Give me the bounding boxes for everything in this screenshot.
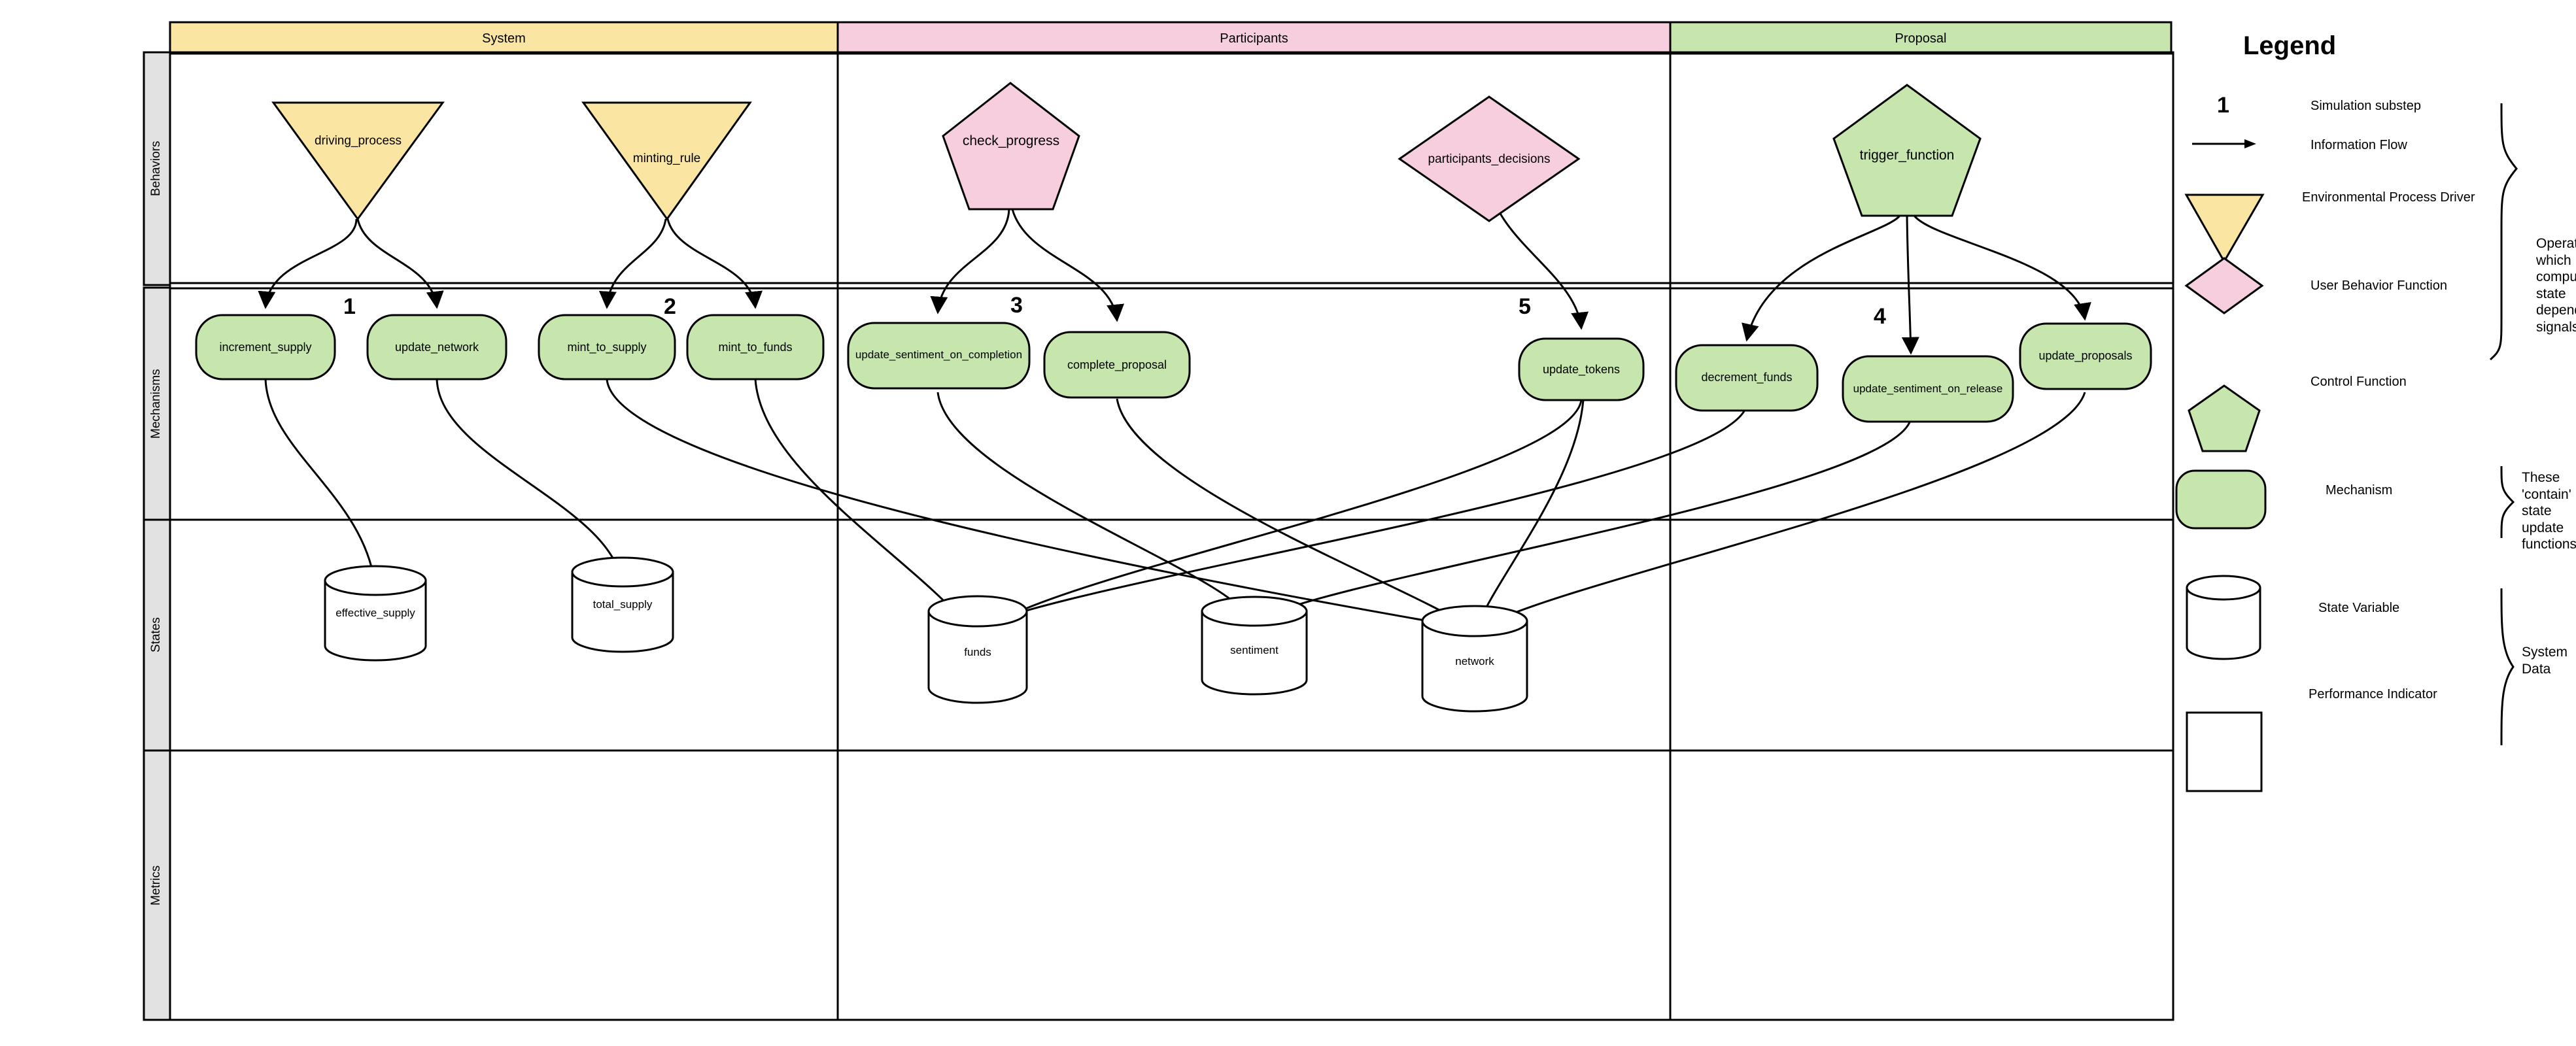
brace-system-data <box>2500 588 2515 746</box>
brace-state-update <box>2500 465 2515 539</box>
mechanism-shape-decrement-funds <box>1675 344 1819 412</box>
edge-trigger-function-to-update-proposals <box>1913 215 2091 321</box>
behavior-shape-driving-process <box>271 101 445 221</box>
substep-number-4: 4 <box>1874 304 1886 329</box>
column-header-label-participants: Participants <box>1220 31 1288 46</box>
column-header-label-system: System <box>482 31 526 46</box>
edge-update-network-to-total-supply <box>436 379 628 582</box>
mechanism-icon <box>2175 469 2267 530</box>
substep-number-2: 2 <box>664 294 676 319</box>
legend-brace-text-state-update: These 'contain' state update functions <box>2522 470 2576 552</box>
substep-number-3: 3 <box>1010 293 1023 318</box>
state-shape-total-supply <box>571 556 674 653</box>
legend-label-simulation-substep: Simulation substep <box>2310 99 2421 113</box>
row-label-bg-metrics <box>143 749 171 1021</box>
mechanism-shape-increment-supply <box>195 314 336 380</box>
edge-increment-supply-to-effective-supply <box>264 379 383 590</box>
mechanism-shape-complete-proposal <box>1043 331 1191 399</box>
row-label-bg-states <box>143 518 171 752</box>
legend-label-user-behavior-function: User Behavior Function <box>2310 278 2447 293</box>
edge-trigger-function-to-decrement-funds <box>1742 214 1901 342</box>
edge-minting-rule-to-mint-to-funds <box>666 218 763 309</box>
mechanism-shape-update-tokens <box>1518 337 1645 401</box>
column-header-participants <box>836 21 1672 55</box>
legend-label-state-variable: State Variable <box>2318 601 2400 615</box>
grid-frame <box>169 51 2174 1021</box>
state-shape-network <box>1421 605 1528 713</box>
behavior-shape-trigger-function <box>1832 84 1982 217</box>
edge-decrement-funds-to-funds <box>977 405 1748 628</box>
mechanism-shape-update-sentiment-on-release <box>1842 355 2014 423</box>
edge-update-tokens-to-funds <box>986 399 1583 629</box>
environmental-process-driver-icon <box>2184 194 2265 264</box>
column-header-label-proposal: Proposal <box>1895 31 1947 46</box>
edge-update-tokens-to-network <box>1475 399 1585 628</box>
mechanism-shape-update-sentiment-on-completion <box>847 322 1031 390</box>
legend-label-environmental-process-driver: Environmental Process Driver <box>2302 190 2475 205</box>
edge-driving-process-to-update-network <box>356 218 444 309</box>
edge-minting-rule-to-mint-to-supply <box>598 218 667 309</box>
state-variable-icon <box>2186 575 2261 660</box>
substep-number-1: 1 <box>343 294 356 319</box>
legend-substep-number-sample: 1 <box>2217 93 2229 118</box>
column-header-system <box>169 21 839 55</box>
legend-brace-text-operators: Operators which compute state dependent … <box>2536 236 2576 335</box>
column-header-proposal <box>1669 21 2172 55</box>
edge-trigger-function-to-update-sentiment-on-release <box>1901 215 1919 355</box>
state-shape-funds <box>927 595 1028 704</box>
edge-check-progress-to-update-sentiment-on-completion <box>930 209 1010 314</box>
edge-complete-proposal-to-network <box>1116 398 1470 628</box>
legend-label-information-flow: Information Flow <box>2310 138 2407 152</box>
legend-label-mechanism: Mechanism <box>2326 483 2393 498</box>
edge-update-proposals-to-network <box>1486 392 2086 626</box>
state-shape-sentiment <box>1201 596 1308 696</box>
behavior-shape-participants-decisions <box>1398 95 1581 222</box>
behavior-shape-minting-rule <box>581 101 752 221</box>
state-shape-effective-supply <box>324 565 427 662</box>
performance-indicator-icon <box>2186 711 2263 792</box>
behavior-shape-check-progress <box>942 82 1080 211</box>
edge-mint-to-funds-to-funds <box>754 379 969 628</box>
control-function-icon <box>2188 384 2261 452</box>
legend-brace-text-system-data: System Data <box>2522 645 2568 677</box>
edge-update-sentiment-on-completion-to-sentiment <box>936 392 1248 616</box>
information-flow-arrow-icon <box>2192 139 2256 148</box>
edge-update-sentiment-on-release-to-sentiment <box>1260 418 1912 619</box>
user-behavior-function-icon <box>2184 257 2264 314</box>
brace-operators <box>2490 103 2518 361</box>
legend-title: Legend <box>2243 31 2337 60</box>
edge-check-progress-to-complete-proposal <box>1011 209 1124 322</box>
substep-number-5: 5 <box>1519 294 1531 319</box>
mechanism-shape-mint-to-supply <box>538 314 676 380</box>
legend-label-performance-indicator: Performance Indicator <box>2309 687 2437 701</box>
mechanism-shape-update-proposals <box>2019 322 2152 390</box>
edge-driving-process-to-increment-supply <box>258 218 358 309</box>
mechanism-shape-mint-to-funds <box>686 314 825 380</box>
legend-label-control-function: Control Function <box>2310 375 2407 389</box>
mechanism-shape-update-network <box>366 314 507 380</box>
